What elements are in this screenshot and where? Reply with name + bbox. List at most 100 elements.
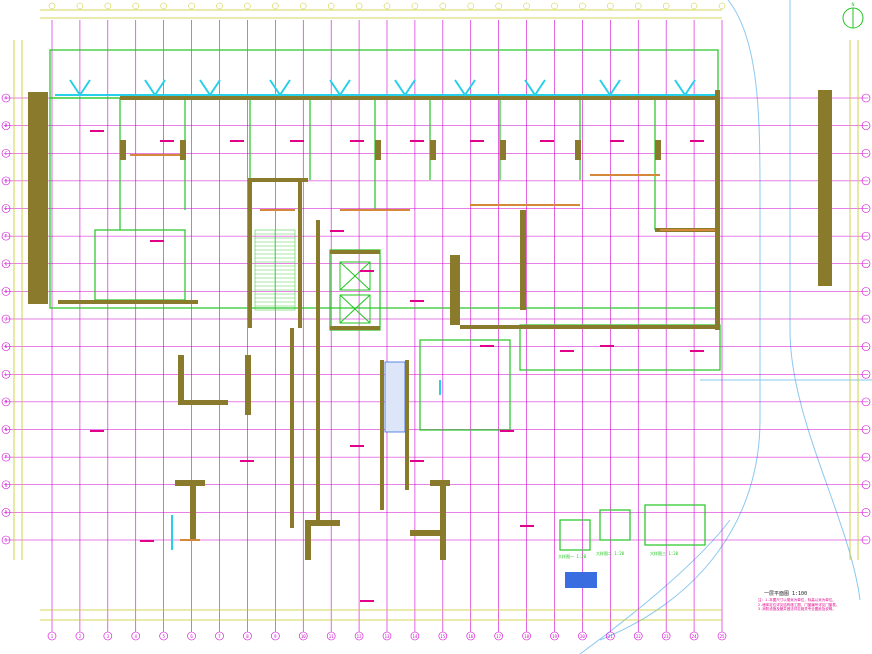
grid-bubble-bottom [633,631,643,641]
ramp-hatch [384,361,597,588]
grid-bubble-bottom [131,631,141,641]
grid-bubble-top [662,2,670,10]
grid-bubble-left [1,176,11,186]
grid-col-label: 24 [692,634,697,639]
dimension-lines [13,9,859,621]
wall-hatch [130,154,715,541]
grid-row-label: Q [5,482,8,487]
note-line-2: 2.墙体定位详见结构施工图，门窗编号详见门窗表。 [758,602,840,607]
grid-bubble-bottom [410,631,420,641]
detail-labels: 大样图一 1:20 大样图二 1:20 大样图三 1:20 [558,550,679,559]
annotation-tag [610,140,624,142]
grid-bubble-right [861,425,871,434]
grid-bubble-bottom [103,631,113,641]
grid-col-label: 19 [552,634,557,639]
grid-bubble-top [132,2,139,10]
grid-bubble-top [523,2,530,10]
grid-bubble-bottom [578,631,587,641]
grid-bubble-right [861,369,871,379]
grid-bubble-top [607,2,614,10]
grid-bubble-right [861,93,871,103]
grid-bubble-bottom [187,631,196,641]
north-arrow: N [842,2,864,29]
detail-label-2: 大样图二 1:20 [596,550,625,556]
grid-bubble-right [861,259,871,269]
annotation-tag [240,460,254,462]
grid-bubble-bottom [271,631,280,641]
grid-col-label: 2 [79,634,82,639]
grid-bubble-top [467,2,474,10]
grid-bubble-right [861,314,871,324]
grid-bubble-right [861,204,871,213]
annotation-tag [500,430,514,432]
annotation-tag [160,140,174,142]
grid-bubble-right [861,508,871,517]
grid-bubble-right [861,231,871,241]
annotation-tag [350,140,364,142]
note-line-3: 3.消防设施及管井做法详见相关专业图纸及说明。 [758,607,836,611]
grid-bubble-top [104,2,112,10]
annotation-tag [330,230,344,232]
grid-row-label: F [5,234,8,239]
grid-row-label: D [5,178,8,183]
grid-col-label: 13 [385,634,390,639]
grid-bubble-left [1,231,11,241]
grid-bubble-top [160,2,167,10]
grid-col-label: 25 [720,634,725,639]
annotation-tag [600,345,614,347]
grid-row-label: C [5,151,8,156]
grid-bubble-right [861,480,871,490]
annotation-tag [350,445,364,447]
grid-bubble-left [1,148,11,158]
grid-bubble-left [1,342,11,351]
grid-col-label: 18 [524,634,529,639]
grid-col-label: 5 [162,634,165,639]
grid-row-label: B [5,123,8,128]
grid-bubble-left [1,314,11,324]
annotation-marks [90,130,704,602]
grid-bubble-left [1,259,11,269]
annotation-tag [360,600,374,602]
grid-bubble-bottom [75,631,85,641]
grid-col-label: 12 [357,634,362,639]
grid-bubble-top [411,2,419,10]
drawing-scale: 1:100 [792,591,808,597]
grid-bubble-top [718,2,726,10]
annotation-tag [690,350,704,352]
grid-bubble-bottom [466,631,476,641]
grid-col-label: 10 [301,634,306,639]
grid-bubble-bottom [243,631,252,641]
annotation-tag [520,525,534,527]
grid-bubble-top [216,2,223,10]
annotation-tag [140,540,154,542]
grid-col-label: 9 [274,634,277,639]
annotation-tag [480,345,494,347]
grid-bubble-left [1,93,11,103]
grid-bubble-left [1,287,11,296]
grid-bubble-top [635,2,642,10]
elevator-shafts [339,261,371,324]
grid-bubble-top [188,2,195,10]
grid-bubble-right [861,397,871,407]
grid-bubble-top [48,2,56,10]
grid-bubble-bottom [606,631,615,641]
grid-bubble-left [1,508,11,517]
grid-bubble-bottom [438,631,448,641]
grid-row-label: J [5,317,7,322]
grid-bubble-bottom [661,631,671,641]
grid-bubble-bottom [494,631,503,641]
grid-bubble-right [861,148,871,158]
grid-bubble-right [861,342,871,351]
grid-col-label: 15 [440,634,445,639]
note-line-1: 注：1.本图尺寸以毫米为单位，标高以米为单位。 [758,598,836,602]
grid-bubble-top [690,2,698,10]
grid-row-label: L [5,372,8,377]
grid-bubble-right [861,176,871,186]
grid-bubble-top [355,2,363,10]
grid-col-label: 20 [580,634,585,639]
grid-col-label: 11 [329,634,334,639]
grid-col-label: 21 [608,634,613,639]
north-arrow-label: N [852,2,855,7]
